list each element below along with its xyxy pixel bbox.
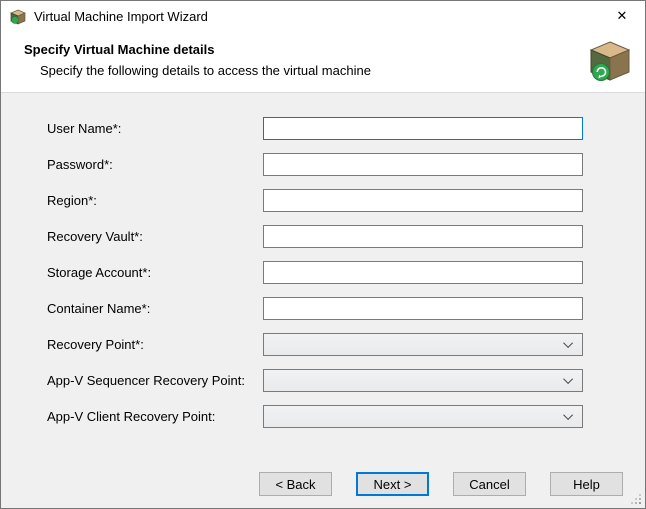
storage-account-label: Storage Account*: <box>47 265 263 280</box>
back-button[interactable]: < Back <box>259 472 332 496</box>
form-row-recovery-vault: Recovery Vault*: <box>47 225 645 248</box>
password-input[interactable] <box>263 153 583 176</box>
chevron-down-icon <box>563 338 573 348</box>
form-row-storage-account: Storage Account*: <box>47 261 645 284</box>
window-title: Virtual Machine Import Wizard <box>34 9 599 24</box>
form-row-region: Region*: <box>47 189 645 212</box>
container-name-label: Container Name*: <box>47 301 263 316</box>
vm-import-app-icon <box>10 9 26 25</box>
appv-client-recovery-point-select[interactable] <box>263 405 583 428</box>
region-label: Region*: <box>47 193 263 208</box>
recovery-vault-label: Recovery Vault*: <box>47 229 263 244</box>
next-button[interactable]: Next > <box>356 472 429 496</box>
chevron-down-icon <box>563 410 573 420</box>
appv-sequencer-recovery-point-label: App-V Sequencer Recovery Point: <box>47 373 263 388</box>
recovery-point-label: Recovery Point*: <box>47 337 263 352</box>
resize-grip[interactable] <box>629 492 643 506</box>
button-bar: < Back Next > Cancel Help <box>235 472 623 496</box>
storage-account-input[interactable] <box>263 261 583 284</box>
user-name-input[interactable] <box>263 117 583 140</box>
form-row-recovery-point: Recovery Point*: <box>47 333 645 356</box>
chevron-down-icon <box>563 374 573 384</box>
recovery-vault-input[interactable] <box>263 225 583 248</box>
recovery-point-select[interactable] <box>263 333 583 356</box>
page-title: Specify Virtual Machine details <box>24 42 645 57</box>
region-input[interactable] <box>263 189 583 212</box>
form-row-appv-client-recovery-point: App-V Client Recovery Point: <box>47 405 645 428</box>
container-name-input[interactable] <box>263 297 583 320</box>
form-row-appv-sequencer-recovery-point: App-V Sequencer Recovery Point: <box>47 369 645 392</box>
close-icon[interactable]: ✕ <box>599 1 645 31</box>
form-fields: User Name*: Password*: Region*: Recovery Va… <box>1 93 645 428</box>
form-row-user-name: User Name*: <box>47 117 645 140</box>
form-row-container-name: Container Name*: <box>47 297 645 320</box>
appv-sequencer-recovery-point-select[interactable] <box>263 369 583 392</box>
appv-client-recovery-point-label: App-V Client Recovery Point: <box>47 409 263 424</box>
user-name-label: User Name*: <box>47 121 263 136</box>
page-subtitle: Specify the following details to access … <box>40 63 645 78</box>
cancel-button[interactable]: Cancel <box>453 472 526 496</box>
form-row-password: Password*: <box>47 153 645 176</box>
wizard-header: Specify Virtual Machine details Specify … <box>1 32 645 93</box>
vm-import-box-icon <box>588 39 632 85</box>
help-button[interactable]: Help <box>550 472 623 496</box>
password-label: Password*: <box>47 157 263 172</box>
title-bar: Virtual Machine Import Wizard ✕ <box>1 1 645 32</box>
